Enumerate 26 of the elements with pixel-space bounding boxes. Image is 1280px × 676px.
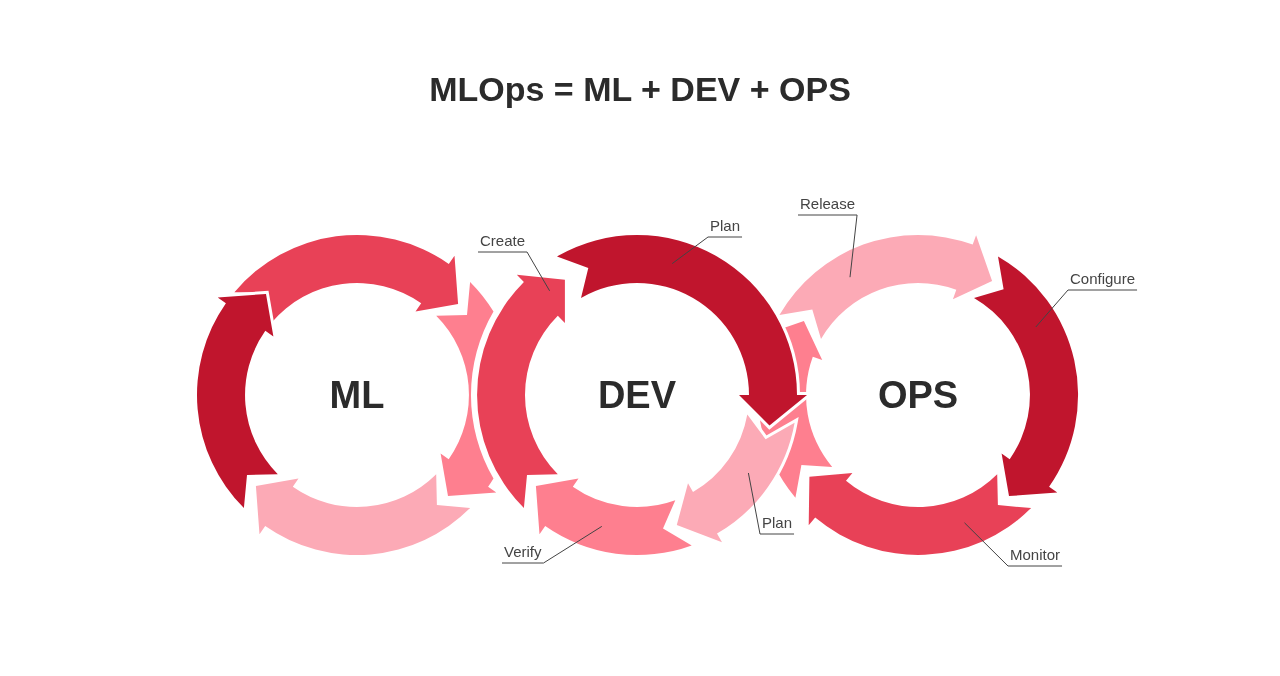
step-label: Configure — [1068, 270, 1138, 290]
ring-segment — [197, 293, 278, 509]
step-label: Plan — [760, 514, 795, 534]
leader-line — [671, 236, 743, 265]
cycle-center: OPS — [816, 293, 1020, 497]
leader-line — [797, 214, 858, 278]
ring-segment — [477, 274, 565, 509]
step-label: Create — [478, 232, 528, 252]
ring-segment — [779, 235, 993, 339]
ring-segment — [255, 474, 471, 555]
cycle-center: ML — [255, 293, 459, 497]
step-label: Verify — [502, 543, 544, 563]
ring-segment — [436, 281, 497, 497]
leader-line — [477, 251, 551, 292]
leader-line — [1035, 289, 1138, 328]
title: MLOps = ML + DEV + OPS — [428, 70, 852, 109]
step-label: Release — [798, 195, 858, 215]
ring-segment — [676, 414, 795, 543]
leader-line — [964, 522, 1063, 567]
step-label: Plan — [708, 217, 743, 237]
leader-line — [747, 472, 795, 535]
cycle-center: DEV — [535, 293, 739, 497]
leader-line — [501, 525, 603, 564]
ring-segment — [557, 235, 807, 426]
step-label: Monitor — [1008, 546, 1063, 566]
ring-segment — [234, 234, 459, 323]
